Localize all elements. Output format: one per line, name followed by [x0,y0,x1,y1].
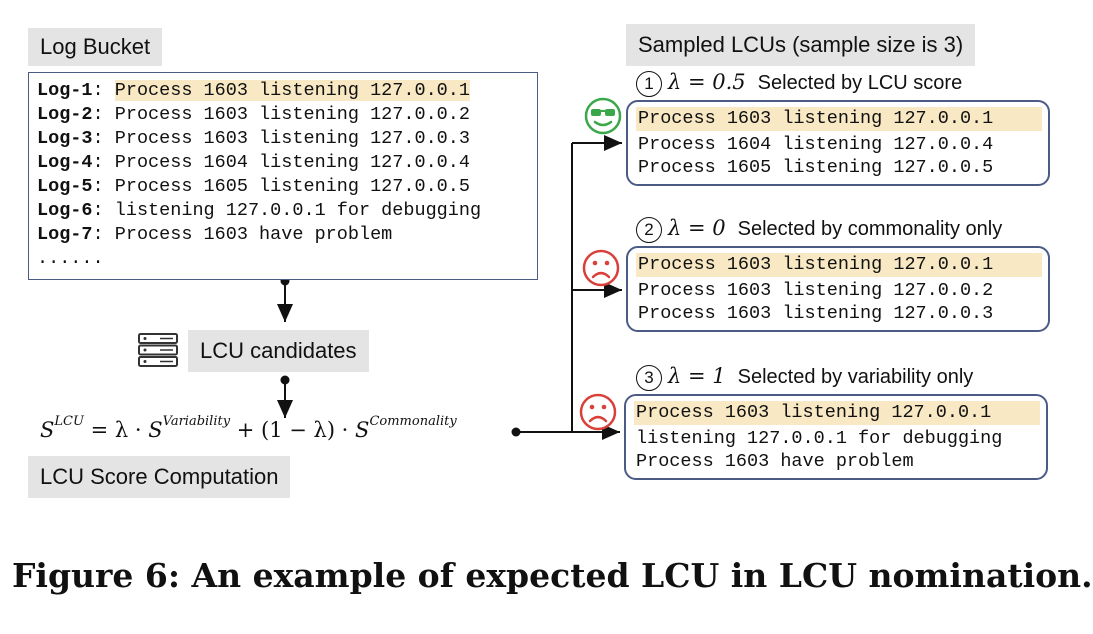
sampled-lcus-label: Sampled LCUs (sample size is 3) [626,24,976,66]
log-line: Log-7: Process 1603 have problem [37,224,393,245]
sad-face-icon [579,393,617,431]
lcu-score-formula: SLCU = λ · SVariability + (1 − λ) · SCom… [40,414,457,442]
log-line: Log-5: Process 1605 listening 127.0.0.5 [37,176,470,197]
option-number: 2 [636,216,662,243]
sad-face-icon [582,249,620,287]
sample-box-1: Process 1603 listening 127.0.0.1 Process… [626,100,1050,186]
sample-box-2: Process 1603 listening 127.0.0.1 Process… [626,246,1050,332]
log-line: Log-4: Process 1604 listening 127.0.0.4 [37,152,470,173]
option-number: 1 [636,70,662,97]
log-bucket-box: Log-1: Process 1603 listening 127.0.0.1 … [28,72,538,280]
log-ellipsis: ...... [37,248,104,269]
sample-line: listening 127.0.0.1 for debugging [636,428,1003,449]
sample-box-3: Process 1603 listening 127.0.0.1 listeni… [624,394,1048,480]
cool-face-icon [584,97,622,135]
log-bucket-label: Log Bucket [28,28,163,66]
sample-line: Process 1605 listening 127.0.0.5 [638,157,994,178]
log-line: Log-1: Process 1603 listening 127.0.0.1 [37,80,470,101]
sample-line: Process 1603 listening 127.0.0.1 [636,107,1042,131]
sample-line: Process 1603 listening 127.0.0.1 [636,253,1042,277]
sample-line: Process 1603 listening 127.0.0.2 [638,280,994,301]
figure-caption: Figure 6: An example of expected LCU in … [12,556,1093,595]
option-number: 3 [636,364,662,391]
server-stack-icon [138,333,178,367]
log-line: Log-6: listening 127.0.0.1 for debugging [37,200,482,221]
sample-line: Process 1603 have problem [636,451,914,472]
lcu-score-computation-label: LCU Score Computation [28,456,291,498]
sample-line: Process 1603 listening 127.0.0.1 [634,401,1040,425]
log-line: Log-3: Process 1603 listening 127.0.0.3 [37,128,470,149]
log-line: Log-2: Process 1603 listening 127.0.0.2 [37,104,470,125]
sample-line: Process 1604 listening 127.0.0.4 [638,134,994,155]
sample-line: Process 1603 listening 127.0.0.3 [638,303,994,324]
lcu-candidates-label: LCU candidates [188,330,369,372]
